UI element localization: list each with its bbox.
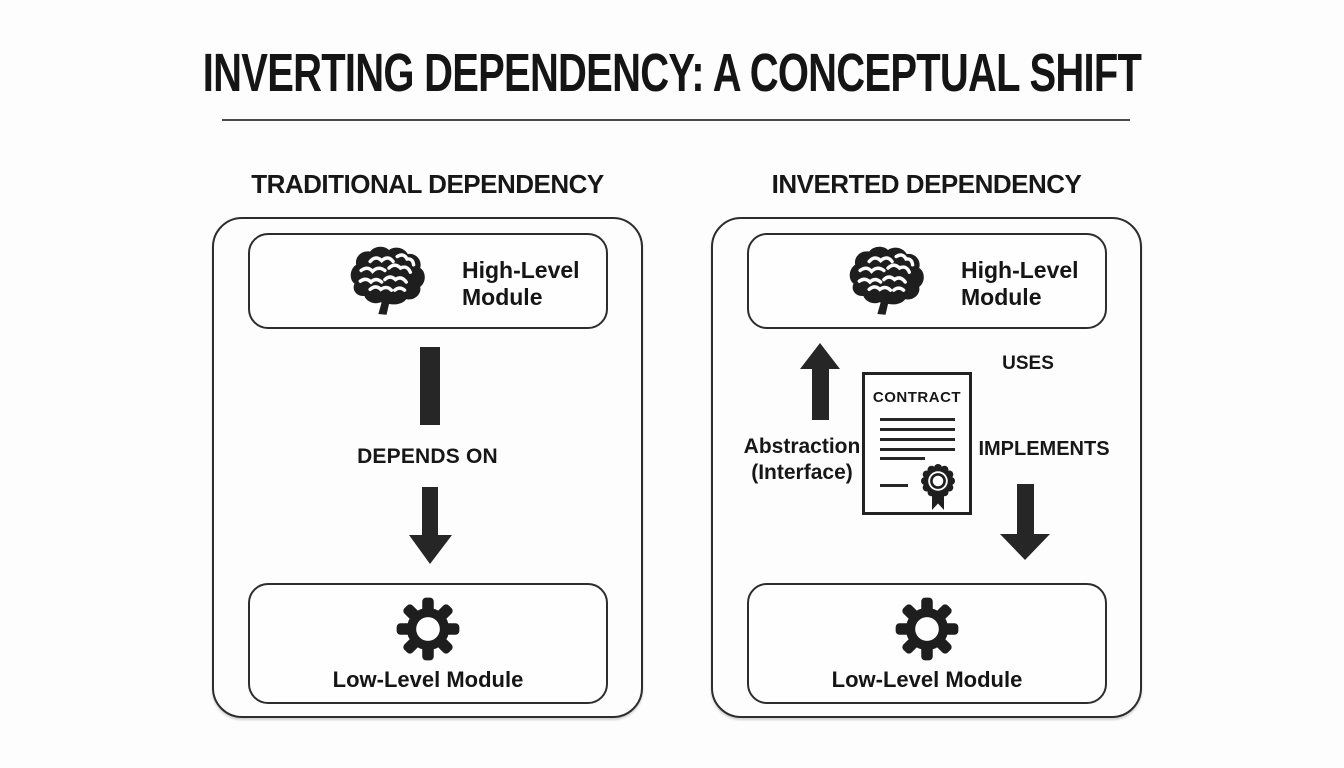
traditional-panel: High-Level Module DEPENDS ON [212, 217, 643, 718]
brain-icon [350, 246, 425, 315]
low-level-module-box: Low-Level Module [248, 583, 608, 704]
abstraction-label: Abstraction (Interface) [722, 434, 882, 486]
high-level-line2: Module [462, 284, 543, 310]
abstraction-line2: (Interface) [751, 461, 853, 484]
depends-on-label: DEPENDS ON [357, 445, 498, 468]
contract-signature-line [880, 484, 908, 487]
high-level-module-box: High-Level Module [248, 233, 608, 329]
implements-label: IMPLEMENTS [978, 438, 1110, 460]
inverted-panel: High-Level Module Abstraction (Interface… [711, 217, 1142, 718]
gear-icon [895, 597, 959, 661]
uses-label: USES [1002, 353, 1054, 374]
inverted-heading: INVERTED DEPENDENCY [771, 169, 1082, 199]
contract-text-line [880, 418, 955, 421]
contract-title: CONTRACT [872, 389, 962, 406]
contract-text-line [880, 457, 925, 460]
down-arrow-icon [1000, 484, 1050, 560]
brain-icon [849, 246, 924, 315]
contract-document-icon: CONTRACT [862, 372, 972, 515]
contract-text-line [880, 428, 955, 431]
rosette-seal-icon [921, 464, 955, 510]
high-level-module-box: High-Level Module [747, 233, 1107, 329]
high-level-module-label: High-Level Module [462, 257, 580, 311]
gear-icon [396, 597, 460, 661]
up-arrow-icon [800, 343, 840, 420]
high-level-module-label: High-Level Module [961, 257, 1079, 311]
title-divider [222, 119, 1130, 121]
high-level-line2: Module [961, 284, 1042, 310]
contract-text-line [880, 448, 955, 451]
high-level-line1: High-Level [961, 257, 1079, 283]
low-level-module-box: Low-Level Module [747, 583, 1107, 704]
low-level-module-label: Low-Level Module [332, 667, 524, 692]
traditional-heading: TRADITIONAL DEPENDENCY [251, 169, 604, 199]
page-title: INVERTING DEPENDENCY: A CONCEPTUAL SHIFT [202, 43, 1142, 103]
high-level-line1: High-Level [462, 257, 580, 283]
low-level-module-label: Low-Level Module [831, 667, 1023, 692]
down-arrow-icon [409, 487, 452, 564]
depends-arrow-upper-segment [420, 347, 440, 425]
contract-text-line [880, 438, 955, 441]
abstraction-line1: Abstraction [743, 435, 861, 458]
